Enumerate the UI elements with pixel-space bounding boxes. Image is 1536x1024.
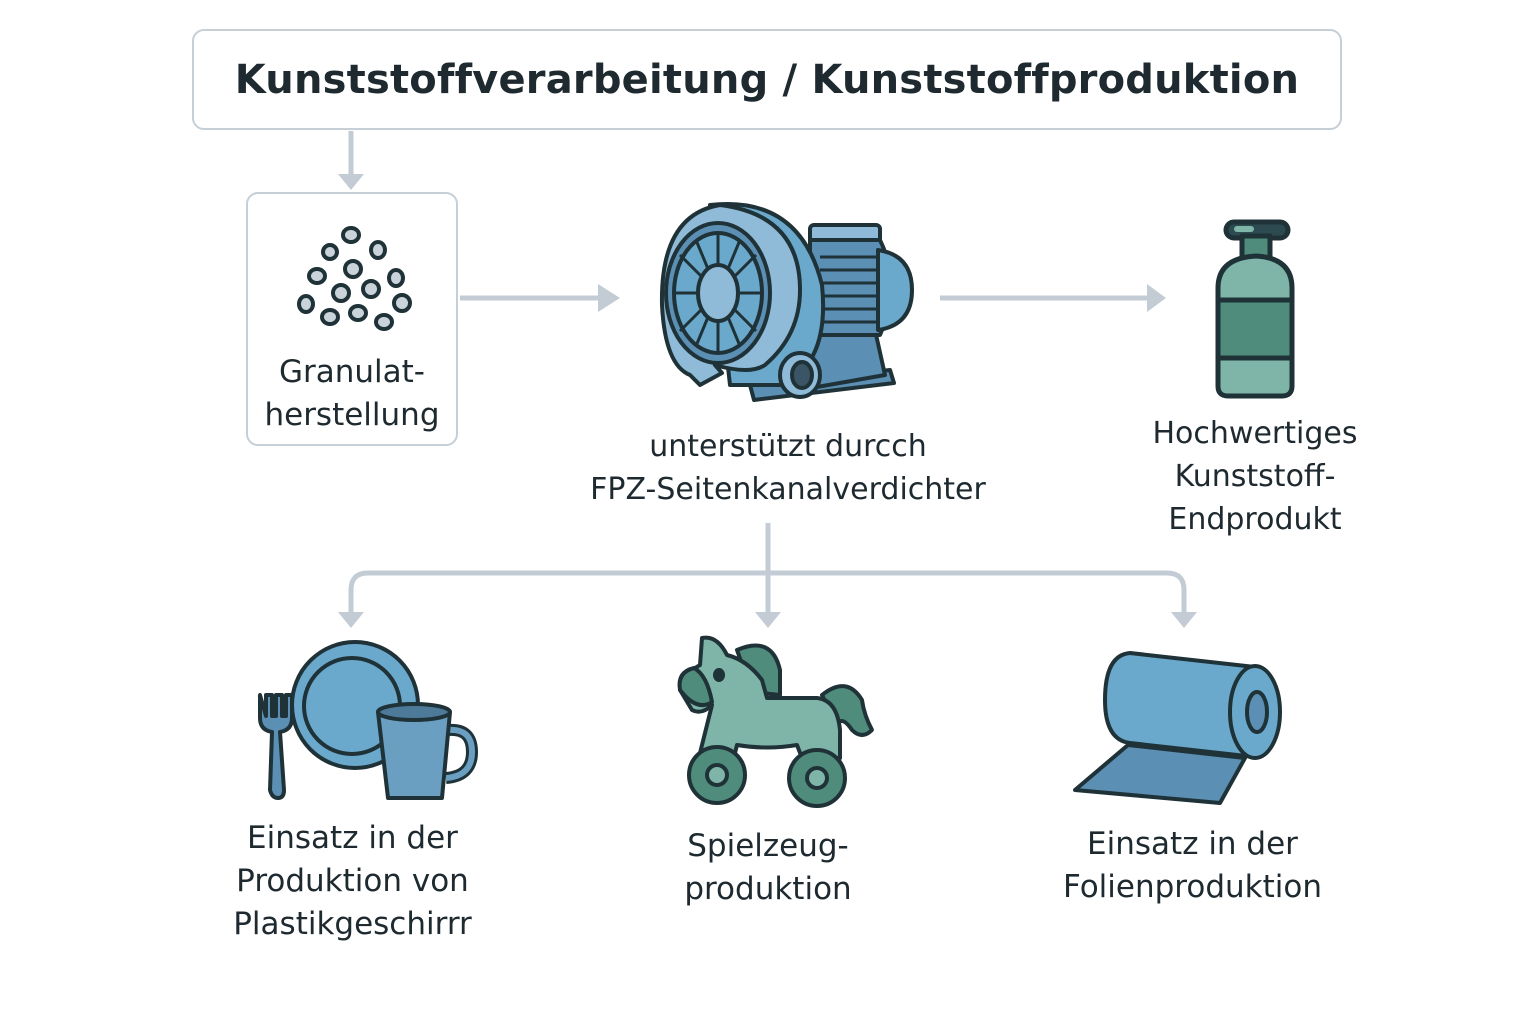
label-line: Einsatz in der <box>247 820 458 856</box>
toy-horse-icon <box>677 635 874 808</box>
film-roll-icon <box>1073 651 1282 805</box>
label-line: Produktion von <box>236 863 469 899</box>
label-line: Granulat- <box>278 354 425 390</box>
label-line: Einsatz in der <box>1087 826 1298 862</box>
arrowhead-endproduct <box>1147 284 1166 312</box>
label-line: FPZ-Seitenkanalverdichter <box>590 472 986 507</box>
label-line: Plastikgeschirrr <box>233 906 472 942</box>
arrowhead-film <box>1171 612 1197 628</box>
diagram-title: Kunststoffverarbeitung / Kunststoffprodu… <box>234 56 1300 103</box>
label-line: Hochwertiges <box>1152 416 1358 451</box>
film-label: Einsatz in der Folienproduktion <box>1020 823 1365 909</box>
label-line: Kunststoff- <box>1174 459 1336 494</box>
arrowhead-tableware <box>338 612 364 628</box>
label-line: Spielzeug- <box>687 828 849 864</box>
plastic-pellets-icon <box>297 226 412 331</box>
arrowhead-granulat <box>338 174 364 190</box>
tableware-label: Einsatz in der Produktion von Plastikges… <box>170 817 535 946</box>
label-line: herstellung <box>264 397 440 433</box>
toys-label: Spielzeug- produktion <box>620 825 916 911</box>
label-line: produktion <box>684 871 852 907</box>
label-line: unterstützt durcch <box>649 429 927 464</box>
endproduct-label: Hochwertiges Kunststoff- Endprodukt <box>1110 412 1400 541</box>
title-box: Kunststoffverarbeitung / Kunststoffprodu… <box>192 29 1342 130</box>
edge-branch-bus <box>348 570 1187 614</box>
side-channel-blower-icon <box>659 202 914 402</box>
plate-fork-cup-icon <box>258 640 478 800</box>
arrowhead-toys <box>755 612 781 628</box>
blower-label: unterstützt durcch FPZ-Seitenkanalverdic… <box>520 425 1056 511</box>
granulat-node-box <box>246 192 458 446</box>
label-line: Endprodukt <box>1168 502 1342 537</box>
plastic-bottle-icon <box>1215 219 1295 399</box>
arrowhead-blower <box>598 284 620 312</box>
granulat-label: Granulat- herstellung <box>246 351 458 437</box>
label-line: Folienproduktion <box>1062 869 1322 905</box>
